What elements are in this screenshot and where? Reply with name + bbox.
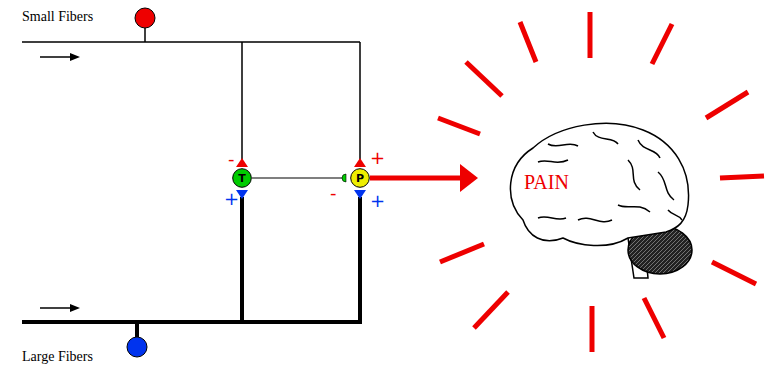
excitatory-terminal xyxy=(354,158,366,167)
sign-mark: - xyxy=(330,184,337,202)
inhibitory-terminal xyxy=(342,174,346,182)
fiber-label: Small Fibers xyxy=(22,10,93,24)
fiber-label: Large Fibers xyxy=(22,350,93,364)
pain-signal-arrow xyxy=(370,164,478,192)
small-fiber-stem xyxy=(144,28,146,42)
large-fiber-stem xyxy=(135,322,139,337)
cell-letter: T xyxy=(238,173,246,184)
small-fiber-line xyxy=(22,42,360,160)
small-fiber-cell xyxy=(135,8,155,28)
direction-arrow xyxy=(40,307,72,309)
pain-label: PAIN xyxy=(524,172,569,192)
excitatory-terminal xyxy=(354,190,366,199)
connector-line xyxy=(370,176,462,181)
brain-illustration: PAIN xyxy=(478,100,708,280)
connector-line xyxy=(252,177,346,178)
sign-mark: - xyxy=(228,150,235,168)
sign-mark: + xyxy=(370,149,385,167)
sign-mark: + xyxy=(370,192,385,210)
inhibitory-connection xyxy=(252,174,346,182)
transmission-cell-circle: T xyxy=(232,168,252,188)
large-fiber-branch xyxy=(242,197,360,322)
projection-cell-circle: P xyxy=(350,168,370,188)
arrowhead xyxy=(460,164,478,192)
sign-mark: + xyxy=(224,190,239,208)
large-fiber-cell xyxy=(127,337,147,357)
pain-rays xyxy=(438,12,764,352)
large-fiber-line xyxy=(22,320,362,324)
direction-arrow xyxy=(40,56,72,58)
excitatory-terminal xyxy=(236,158,248,167)
direction-arrowhead xyxy=(70,304,80,312)
brain-outline xyxy=(478,100,708,280)
cell-letter: P xyxy=(356,173,364,184)
direction-arrowhead xyxy=(70,53,80,61)
